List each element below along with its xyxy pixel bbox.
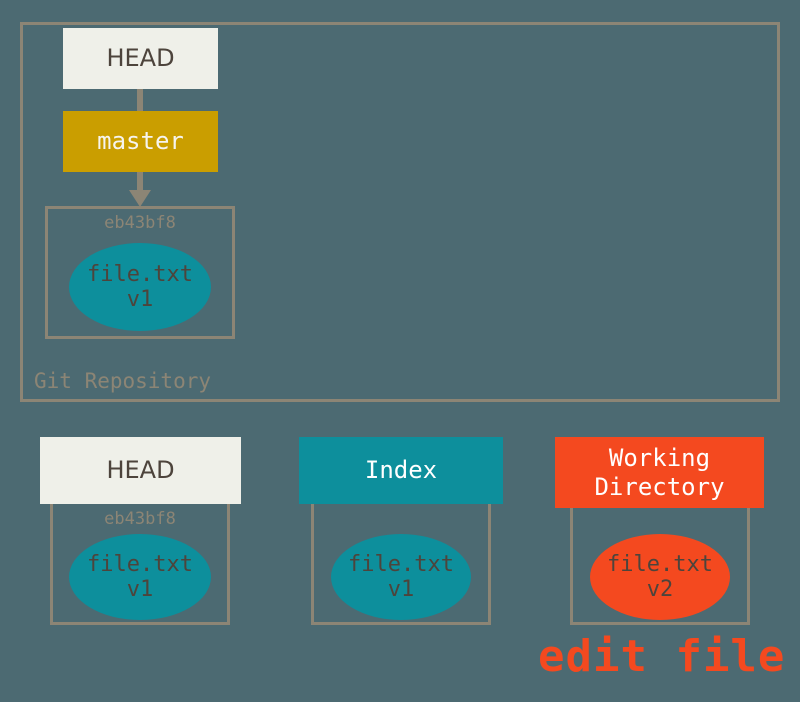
- repo-commit-file-blob[interactable]: file.txt v1: [69, 243, 211, 331]
- head-area-hash-label: eb43bf8: [104, 509, 176, 529]
- head-area-file-blob[interactable]: file.txt v1: [69, 534, 211, 620]
- working-directory-file-blob[interactable]: file.txt v2: [590, 534, 730, 620]
- edit-file-annotation: edit file: [538, 631, 786, 682]
- head-to-master-connector: [137, 89, 143, 111]
- git-repository-frame: [20, 22, 780, 402]
- working-directory-title-box[interactable]: Working Directory: [555, 437, 764, 508]
- master-to-commit-connector: [137, 172, 143, 196]
- master-to-commit-arrow-icon: [129, 190, 151, 207]
- repo-commit-hash-label: eb43bf8: [104, 213, 176, 233]
- repo-head-box[interactable]: HEAD: [63, 28, 218, 89]
- index-area-file-blob[interactable]: file.txt v1: [331, 534, 471, 620]
- repo-master-branch-box[interactable]: master: [63, 111, 218, 172]
- repo-commit-frame: [45, 206, 235, 339]
- git-repository-label: Git Repository: [28, 371, 218, 392]
- head-area-title-box[interactable]: HEAD: [40, 437, 241, 504]
- index-area-title-box[interactable]: Index: [299, 437, 503, 504]
